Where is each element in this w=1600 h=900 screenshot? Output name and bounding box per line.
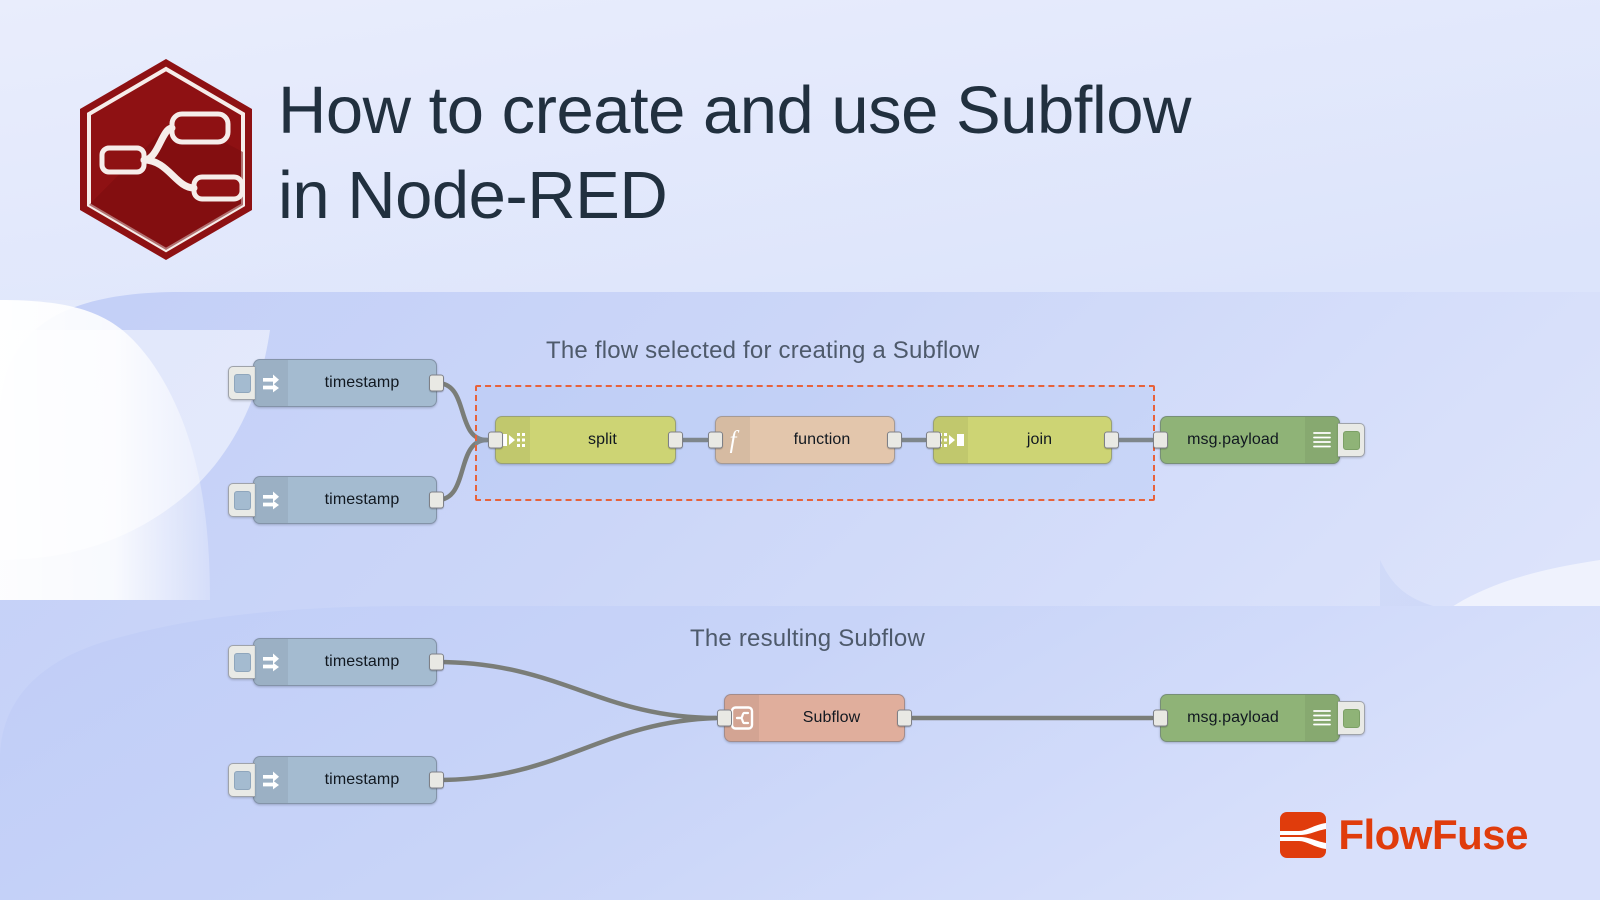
node-subflow[interactable]: Subflow [717, 694, 912, 742]
output-port[interactable] [429, 491, 444, 509]
output-port[interactable] [429, 653, 444, 671]
input-port[interactable] [488, 431, 503, 449]
inject-trigger-button[interactable] [228, 645, 255, 679]
output-port[interactable] [1104, 431, 1119, 449]
output-port[interactable] [887, 431, 902, 449]
debug-toggle-button[interactable] [1338, 423, 1365, 457]
node-label: join [1026, 431, 1053, 448]
flowfuse-brand: FlowFuse [1280, 812, 1528, 858]
node-join[interactable]: join [926, 416, 1119, 464]
node-inject-timestamp-1[interactable]: timestamp [228, 359, 444, 407]
node-label: split [588, 431, 617, 448]
output-port[interactable] [429, 374, 444, 392]
inject-arrow-icon [254, 639, 288, 685]
node-label: function [793, 431, 851, 448]
output-port[interactable] [668, 431, 683, 449]
page-title: How to create and use Subflow in Node-RE… [278, 73, 1191, 233]
node-debug-1[interactable]: msg.payload [1153, 416, 1365, 464]
inject-arrow-icon [254, 360, 288, 406]
input-port[interactable] [1153, 709, 1168, 727]
subflow-icon [725, 695, 759, 741]
caption-flow-after: The resulting Subflow [690, 625, 925, 652]
inject-trigger-button[interactable] [228, 366, 255, 400]
inject-trigger-button[interactable] [228, 763, 255, 797]
input-port[interactable] [926, 431, 941, 449]
header: How to create and use Subflow in Node-RE… [0, 0, 1600, 270]
node-inject-timestamp-4[interactable]: timestamp [228, 756, 444, 804]
node-label: msg.payload [1187, 431, 1279, 448]
flowfuse-mark-icon [1280, 812, 1327, 858]
node-function[interactable]: f function [708, 416, 902, 464]
node-inject-timestamp-3[interactable]: timestamp [228, 638, 444, 686]
node-label: Subflow [802, 709, 861, 726]
node-label: msg.payload [1187, 709, 1279, 726]
node-debug-2[interactable]: msg.payload [1153, 694, 1365, 742]
output-port[interactable] [429, 771, 444, 789]
node-split[interactable]: split [488, 416, 683, 464]
node-label: timestamp [324, 374, 400, 391]
debug-lines-icon [1305, 695, 1339, 741]
input-port[interactable] [1153, 431, 1168, 449]
inject-arrow-icon [254, 757, 288, 803]
node-label: timestamp [324, 491, 400, 508]
svg-text:f: f [730, 427, 740, 453]
node-label: timestamp [324, 653, 400, 670]
debug-toggle-button[interactable] [1338, 701, 1365, 735]
input-port[interactable] [717, 709, 732, 727]
node-label: timestamp [324, 771, 400, 788]
inject-trigger-button[interactable] [228, 483, 255, 517]
node-inject-timestamp-2[interactable]: timestamp [228, 476, 444, 524]
inject-arrow-icon [254, 477, 288, 523]
caption-flow-before: The flow selected for creating a Subflow [546, 337, 980, 364]
output-port[interactable] [897, 709, 912, 727]
flowfuse-wordmark: FlowFuse [1338, 811, 1528, 858]
node-red-hexagon-logo-icon [80, 59, 252, 260]
input-port[interactable] [708, 431, 723, 449]
debug-lines-icon [1305, 417, 1339, 463]
